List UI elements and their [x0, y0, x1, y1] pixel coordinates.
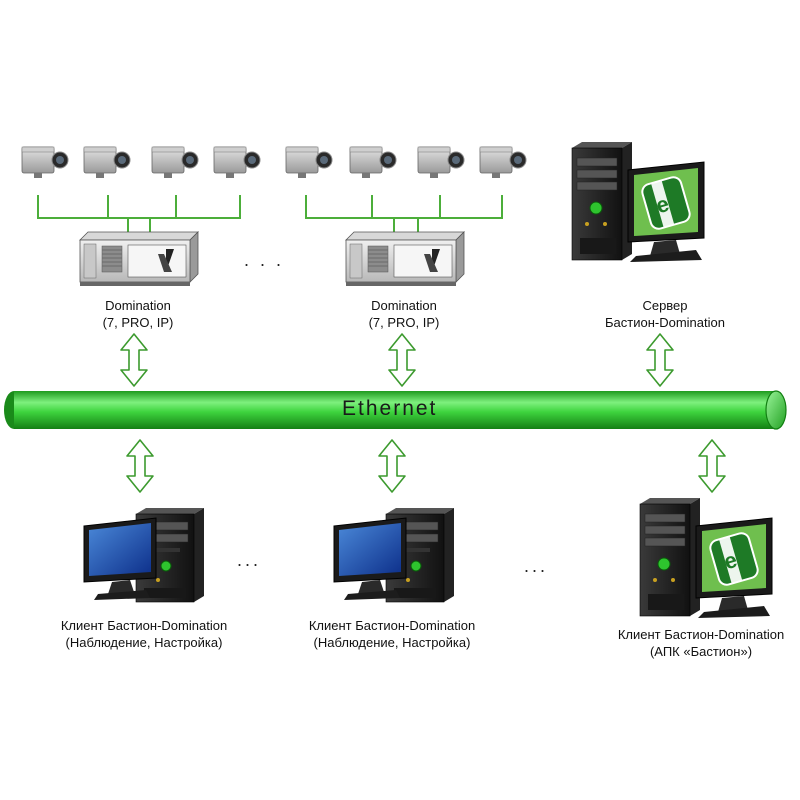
- camera-wiring: [37, 195, 503, 236]
- domination-server-icon: [345, 231, 465, 287]
- bidirectional-arrow-icon: [126, 439, 154, 493]
- client-label: Клиент Бастион-Domination (Наблюдение, Н…: [60, 618, 228, 650]
- bus-label: Ethernet: [342, 397, 438, 420]
- bidirectional-arrow-icon: [646, 333, 674, 387]
- security-camera-icon: [151, 146, 199, 179]
- ethernet-bus: [4, 390, 787, 430]
- bastion-server-computer-icon: [571, 141, 705, 263]
- camera-group-left: [21, 146, 261, 179]
- security-camera-icon: [21, 146, 69, 179]
- more-clients-ellipsis: ...: [237, 550, 262, 570]
- server-label: Domination (7, PRO, IP): [368, 298, 440, 330]
- security-camera-icon: [417, 146, 465, 179]
- security-camera-icon: [83, 146, 131, 179]
- bidirectional-arrow-icon: [698, 439, 726, 493]
- bidirectional-arrow-icon: [388, 333, 416, 387]
- security-camera-icon: [479, 146, 527, 179]
- client-computer-icon: [333, 507, 455, 603]
- security-camera-icon: [213, 146, 261, 179]
- security-camera-icon: [349, 146, 397, 179]
- security-camera-icon: [285, 146, 333, 179]
- bidirectional-arrow-icon: [120, 333, 148, 387]
- more-servers-ellipsis: . . .: [244, 250, 285, 270]
- server-label: Domination (7, PRO, IP): [102, 298, 174, 330]
- more-clients-ellipsis: ...: [524, 556, 549, 576]
- domination-server-icon: [79, 231, 199, 287]
- client-label: Клиент Бастион-Domination (АПК «Бастион»…: [617, 627, 785, 659]
- bastion-client-computer-icon: [639, 497, 773, 619]
- client-label: Клиент Бастион-Domination (Наблюдение, Н…: [308, 618, 476, 650]
- server-label: Сервер Бастион-Domination: [605, 298, 725, 330]
- camera-group-middle: [285, 146, 527, 179]
- client-computer-icon: [83, 507, 205, 603]
- bidirectional-arrow-icon: [378, 439, 406, 493]
